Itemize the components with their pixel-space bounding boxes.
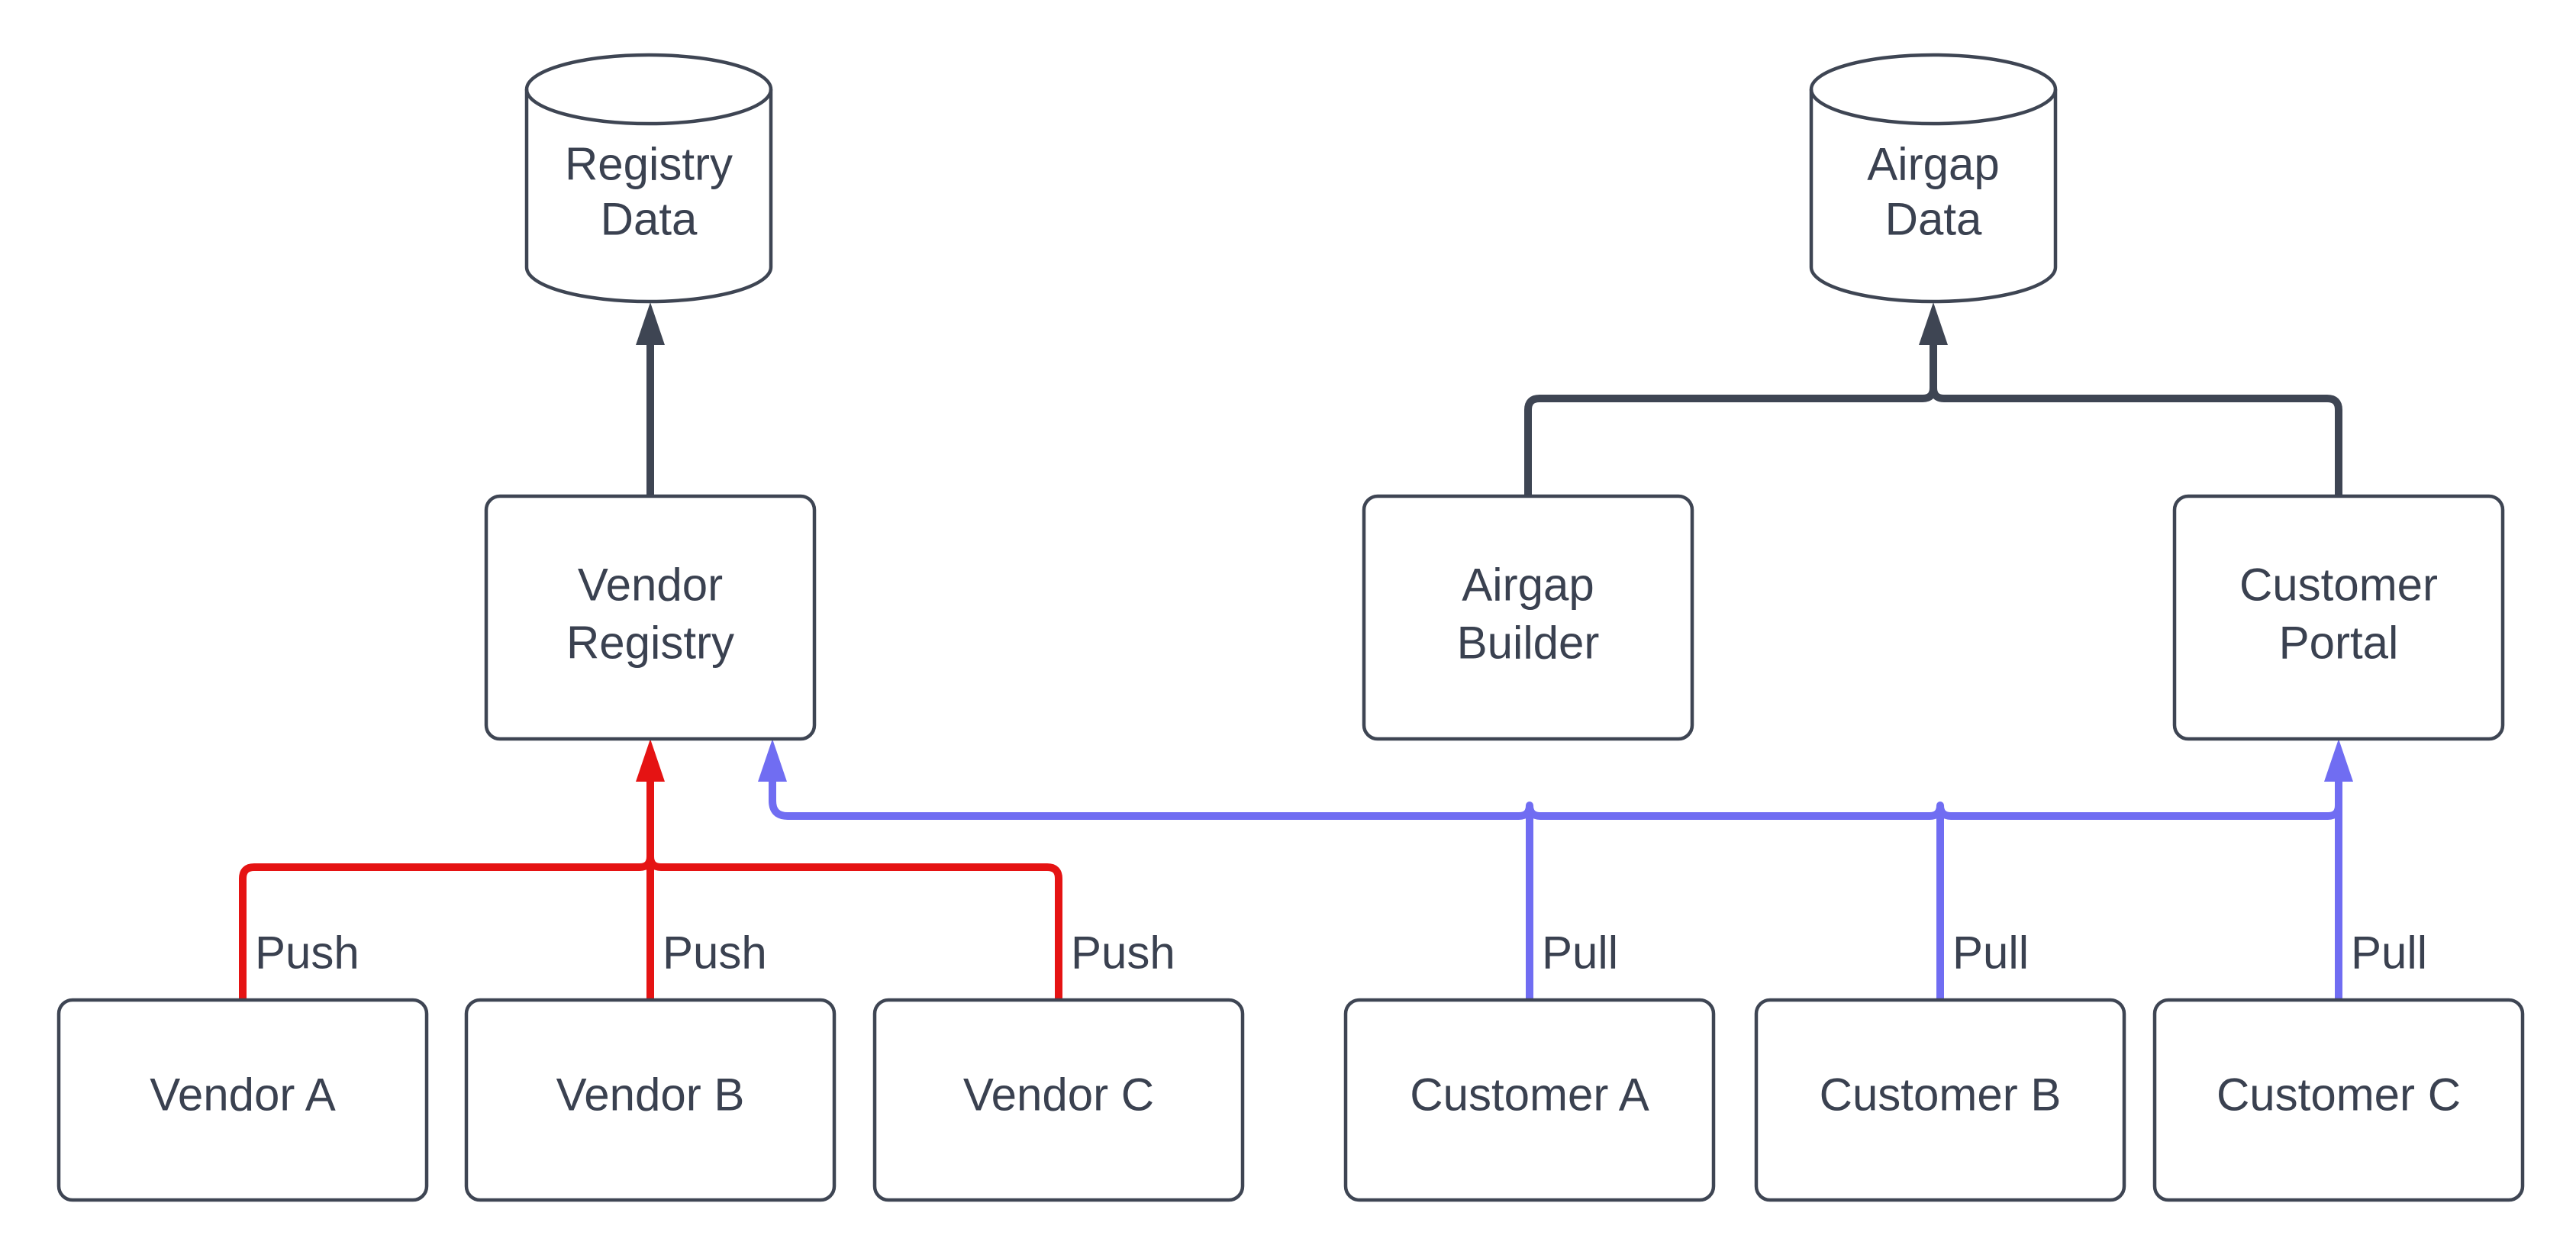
registry-data-label-line1: Registry (565, 139, 733, 190)
customer-b-label: Customer B (1820, 1069, 2062, 1121)
vendor-b-label: Vendor B (556, 1069, 745, 1121)
vendor-b-node (464, 998, 837, 1202)
airgap-data-cylinder-rim (1809, 89, 2058, 126)
customer-c-label: Customer C (2217, 1069, 2461, 1121)
customer-a-label: Customer A (1410, 1069, 1649, 1121)
push-arrowheads (636, 739, 665, 782)
airgap-builder-label-line2: Builder (1457, 618, 1600, 669)
pull-trunk (769, 777, 2342, 820)
pull-label-customer-a: Pull (1542, 927, 1618, 979)
pull-edges (769, 777, 2342, 1000)
airgap-data-node (1809, 53, 2058, 304)
vendor-c-label: Vendor C (963, 1069, 1154, 1121)
vendor-c-node (872, 998, 1245, 1202)
flow-arrowheads (636, 302, 1948, 345)
customer-a-node (1343, 998, 1716, 1202)
airgap-data-cylinder-body (1809, 53, 2058, 304)
node-labels: Registry Data Airgap Data Vendor Registr… (150, 139, 2461, 1121)
push-label-vendor-a: Push (255, 927, 359, 979)
edge-labels: Push Push Push Pull Pull Pull (255, 927, 2427, 979)
edge-airgap-trunk (1524, 384, 2342, 496)
airgap-data-label-line2: Data (1885, 194, 1982, 245)
registry-data-cylinder-rim (524, 89, 773, 126)
vendor-registry-label-line1: Vendor (578, 560, 723, 611)
arrowhead-pull-customer-portal (2324, 739, 2353, 782)
pull-arrowheads (758, 739, 2353, 782)
arrowhead-push-vendor-registry (636, 739, 665, 782)
registry-data-node (524, 53, 773, 304)
registry-data-label-line2: Data (601, 194, 698, 245)
arrowhead-airgap-data (1919, 302, 1948, 345)
customer-c-node (2152, 998, 2525, 1202)
push-edges (239, 779, 1062, 1000)
push-label-vendor-c: Push (1071, 927, 1175, 979)
pull-label-customer-b: Pull (1952, 927, 2029, 979)
vendor-a-node (56, 998, 429, 1202)
customer-b-node (1754, 998, 2126, 1202)
airgap-data-label-line1: Airgap (1867, 139, 1999, 190)
arrowhead-registry-data (636, 302, 665, 345)
customer-portal-label-line2: Portal (2279, 618, 2399, 669)
arrowhead-pull-vendor-registry (758, 739, 787, 782)
push-label-vendor-b: Push (663, 927, 767, 979)
nodes (56, 53, 2525, 1202)
vendor-registry-node (484, 494, 817, 741)
airgap-builder-node (1362, 494, 1694, 741)
vendor-a-label: Vendor A (150, 1069, 336, 1121)
registry-data-cylinder-body (524, 53, 773, 304)
customer-portal-label-line1: Customer (2239, 560, 2438, 611)
customer-portal-node (2172, 494, 2505, 741)
flow-edges (646, 344, 2342, 496)
vendor-registry-label-line2: Registry (566, 618, 734, 669)
airgap-builder-label-line1: Airgap (1462, 560, 1594, 611)
pull-label-customer-c: Pull (2351, 927, 2427, 979)
